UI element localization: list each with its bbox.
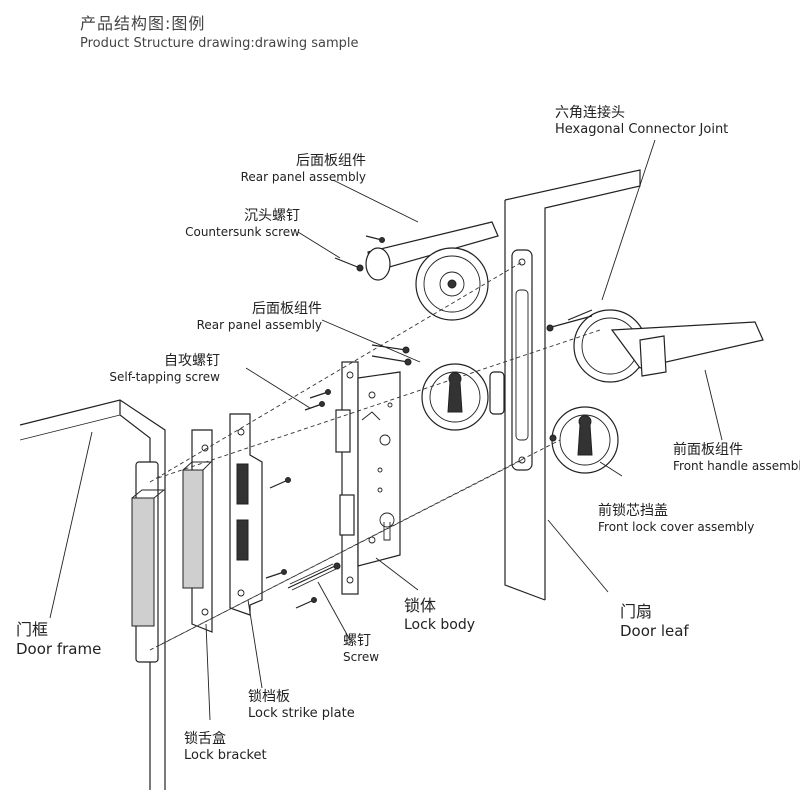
- label-door-leaf: 门扇 Door leaf: [620, 602, 689, 640]
- label-lock-strike-plate: 锁档板 Lock strike plate: [248, 689, 355, 721]
- door-frame: [19, 399, 166, 790]
- page-title-zh: 产品结构图:图例: [80, 14, 206, 33]
- front-handle: [546, 309, 764, 383]
- label-rear-panel-mid: 后面板组件 Rear panel assembly: [196, 301, 322, 332]
- label-countersunk-screw: 沉头螺钉 Countersunk screw: [185, 208, 300, 239]
- label-self-tapping-screw: 自攻螺钉 Self-tapping screw: [109, 353, 220, 384]
- lock-bracket: [182, 429, 213, 633]
- rear-panel-handle: [365, 221, 499, 321]
- leader-lines: [49, 139, 723, 721]
- rear-panel-escutcheon: [421, 363, 489, 431]
- label-hex-connector: 六角连接头 Hexagonal Connector Joint: [555, 105, 729, 137]
- label-screw: 螺钉 Screw: [343, 633, 380, 664]
- label-front-handle: 前面板组件 Front handle assembly: [673, 442, 800, 473]
- screws: [265, 235, 412, 609]
- label-lock-bracket: 锁舌盒 Lock bracket: [184, 731, 267, 763]
- lock-strike-plate: [229, 413, 263, 616]
- label-rear-panel-top: 后面板组件 Rear panel assembly: [240, 153, 366, 184]
- label-lock-body: 锁体 Lock body: [404, 596, 475, 633]
- label-front-lock-cover: 前锁芯挡盖 Front lock cover assembly: [598, 503, 755, 534]
- label-door-frame: 门框 Door frame: [16, 620, 102, 658]
- assembly-lines: [149, 261, 601, 651]
- door-leaf: [489, 169, 641, 601]
- page-title-en: Product Structure drawing:drawing sample: [80, 36, 359, 51]
- lock-body: [335, 361, 401, 595]
- front-lock-cover: [549, 406, 619, 474]
